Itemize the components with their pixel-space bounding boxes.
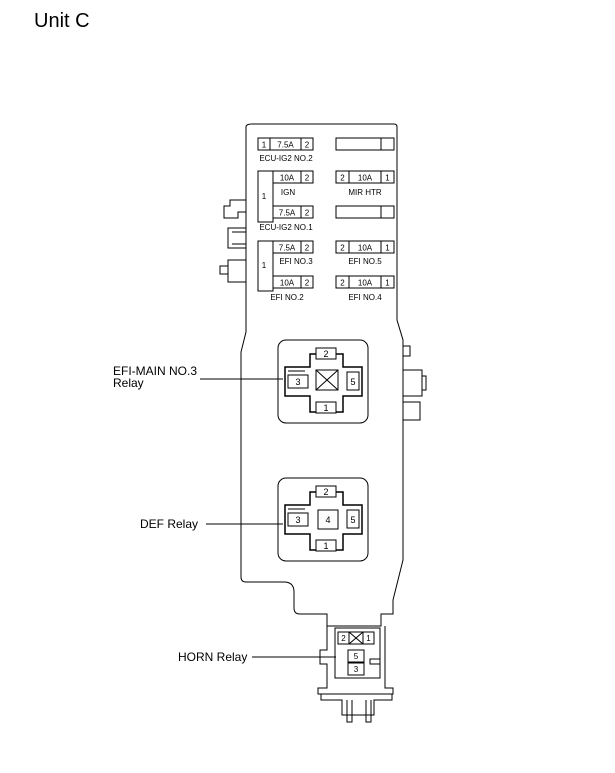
relay-pin: 5 xyxy=(354,652,359,661)
fuse-pin: 2 xyxy=(305,244,310,253)
relay-pin: 3 xyxy=(295,377,300,387)
callout-efi-main-no3: EFI-MAIN NO.3 xyxy=(113,364,197,378)
fuse-rating: 10A xyxy=(358,279,373,288)
page-title: Unit C xyxy=(34,10,90,32)
fuse-slot-empty-1 xyxy=(335,137,395,151)
fuse-pin: 1 xyxy=(262,192,267,201)
fuse-pin: 2 xyxy=(340,279,345,288)
fuse-rating: 7.5A xyxy=(279,244,296,253)
relay-pin: 1 xyxy=(323,403,328,413)
fuse-box-outline xyxy=(240,123,404,627)
fuse-pin: 1 xyxy=(385,279,390,288)
fuse-pin: 1 xyxy=(385,244,390,253)
fuse-label: IGN xyxy=(281,188,295,197)
relay-pin: 5 xyxy=(350,377,355,387)
fuse-pin: 2 xyxy=(305,174,310,183)
relay-pin: 5 xyxy=(350,515,355,525)
fuse-label: ECU-IG2 NO.2 xyxy=(259,154,313,163)
fuse-efi-no3: 7.5A 2 EFI NO.3 xyxy=(272,240,314,266)
fuse-pin: 2 xyxy=(305,209,310,218)
relay-pin: 2 xyxy=(341,634,346,643)
fuse-efi-no5: 2 10A 1 EFI NO.5 xyxy=(335,240,395,266)
fuse-ecu-ig2-no1: 7.5A 2 ECU-IG2 NO.1 xyxy=(259,205,314,232)
fuse-rating: 7.5A xyxy=(277,141,294,150)
fuse-slot-empty-2 xyxy=(335,205,395,219)
fuse-label: EFI NO.3 xyxy=(279,257,313,266)
fuse-rating: 10A xyxy=(358,174,373,183)
fuse-ign: 10A 2 IGN xyxy=(272,170,314,197)
relay-def: 2 3 4 5 1 xyxy=(277,477,369,562)
fuse-label: EFI NO.4 xyxy=(348,293,382,302)
fuse-efi-no2: 10A 2 EFI NO.2 xyxy=(270,275,314,302)
fuse-label: EFI NO.2 xyxy=(270,293,304,302)
callout-efi-main-no3-relay: Relay xyxy=(113,376,144,390)
relay-pin: 4 xyxy=(325,515,330,525)
right-mount-tabs xyxy=(403,345,427,421)
fuse-pin: 2 xyxy=(305,141,310,150)
fuse-label: ECU-IG2 NO.1 xyxy=(259,223,313,232)
relay-pin: 3 xyxy=(295,515,300,525)
fuse-efi-no4: 2 10A 1 EFI NO.4 xyxy=(335,275,395,302)
relay-pin: 3 xyxy=(354,665,359,674)
fuse-group-ign-ecu: 1 xyxy=(257,170,274,223)
relay-efi-main-no3: 2 3 5 1 xyxy=(277,339,369,424)
fuse-ecu-ig2-no2: 1 7.5A 2 ECU-IG2 NO.2 xyxy=(257,137,314,163)
fuse-rating: 10A xyxy=(280,174,295,183)
callout-def-relay: DEF Relay xyxy=(140,517,198,531)
relay-pin: 2 xyxy=(323,487,328,497)
fuse-pin: 2 xyxy=(340,174,345,183)
fuse-pin: 2 xyxy=(305,279,310,288)
fuse-group-efi: 1 xyxy=(257,240,274,292)
fuse-rating: 10A xyxy=(280,279,295,288)
fuse-pin: 2 xyxy=(340,244,345,253)
left-mount-tabs xyxy=(219,199,246,283)
fuse-label: EFI NO.5 xyxy=(348,257,382,266)
fuse-pin: 1 xyxy=(262,141,267,150)
relay-pin: 1 xyxy=(366,634,371,643)
fuse-pin: 1 xyxy=(385,174,390,183)
fuse-pin: 1 xyxy=(262,261,267,270)
fuse-rating: 10A xyxy=(358,244,373,253)
callout-horn-relay: HORN Relay xyxy=(178,650,247,664)
fuse-label: MIR HTR xyxy=(348,188,382,197)
relay-pin: 2 xyxy=(323,349,328,359)
relay-horn: 2 1 5 3 xyxy=(317,626,394,723)
fuse-mir-htr: 2 10A 1 MIR HTR xyxy=(335,170,395,197)
fuse-rating: 7.5A xyxy=(279,209,296,218)
relay-pin: 1 xyxy=(323,541,328,551)
